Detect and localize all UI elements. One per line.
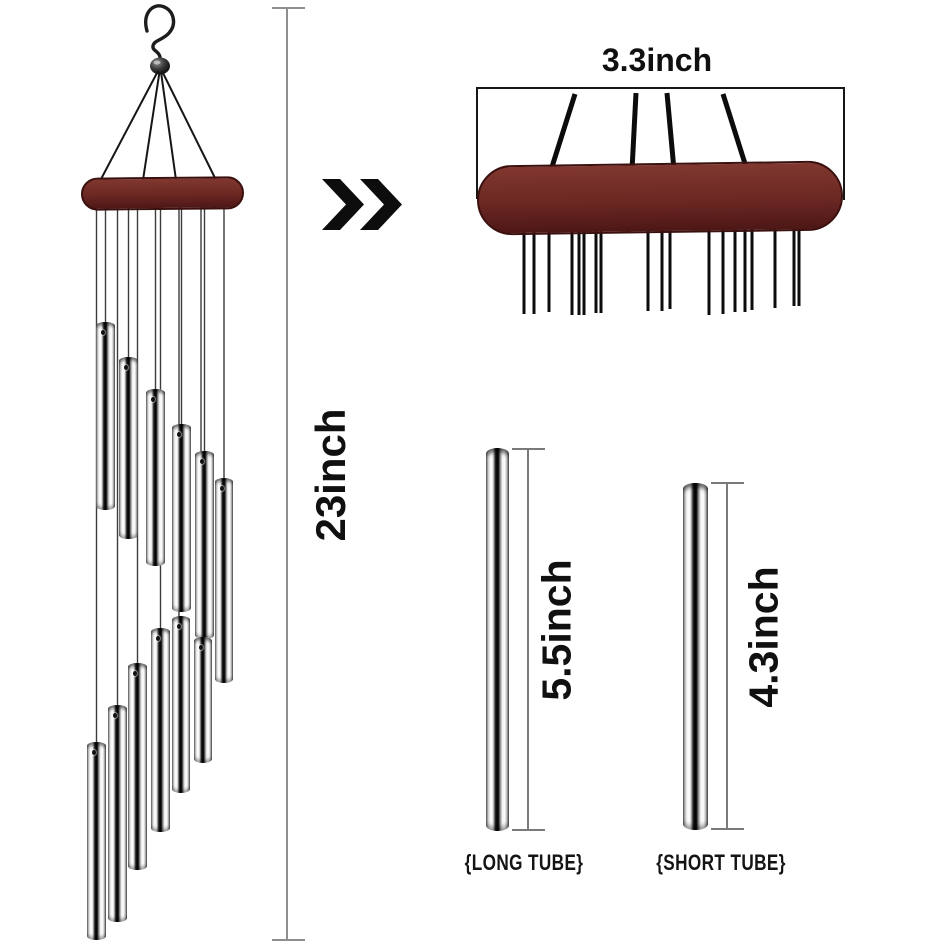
dimension-label-short-tube: 4.3inch [740, 566, 787, 708]
chime-tube [146, 389, 165, 566]
chime-tube [108, 705, 127, 922]
chime-tube [87, 742, 106, 940]
s-hook-icon [144, 4, 176, 75]
long-tube [486, 448, 509, 831]
dimension-label-long-tube: 5.5inch [533, 559, 580, 701]
closeup-tube-strings [522, 228, 801, 315]
measure-cap-top [272, 7, 305, 9]
chime-tube [151, 628, 170, 832]
chime-tube [172, 616, 190, 793]
wood-ring-closeup [476, 160, 844, 236]
short-tube [683, 483, 708, 830]
dimension-label-total-height: 23inch [307, 408, 354, 542]
wood-ring [80, 176, 245, 211]
short-tube-measure-line [726, 483, 728, 830]
chime-tube [172, 424, 191, 612]
chime-tube [215, 478, 233, 683]
chime-tube [96, 322, 115, 510]
short-tube-caption: {SHORT TUBE} [656, 850, 786, 875]
hanger-strings [99, 70, 218, 183]
short-tube-measure-cap-top [711, 482, 744, 484]
long-tube-measure-cap-bottom [512, 829, 545, 831]
measure-cap-bottom [272, 939, 305, 941]
long-tube-caption: {LONG TUBE} [464, 850, 584, 875]
long-tube-measure-cap-top [512, 448, 545, 450]
double-chevron-right-icon [322, 179, 402, 230]
chime-tube [128, 663, 147, 870]
width-bracket-top [476, 87, 845, 89]
width-bracket-right [843, 87, 845, 200]
short-tube-measure-cap-bottom [711, 828, 744, 830]
width-bracket-left [476, 87, 478, 199]
long-tube-measure-line [527, 449, 529, 831]
chime-tube [195, 451, 214, 639]
dimension-label-hanger-width: 3.3inch [601, 42, 713, 78]
chime-tube [119, 357, 138, 539]
measure-line-total-height [286, 7, 288, 941]
chime-tube [194, 637, 212, 763]
closeup-hanger-strings [548, 92, 750, 171]
